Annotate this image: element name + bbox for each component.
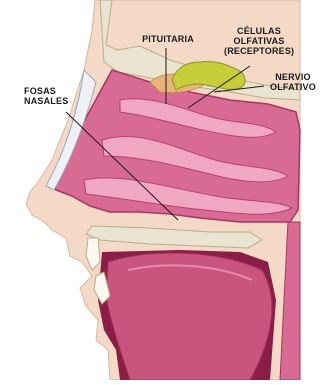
label-fosas-nasales: FOSAS NASALES	[24, 86, 76, 106]
label-nervio-line1: NERVIO	[264, 72, 322, 82]
label-nervio-line2: OLFATIVO	[264, 82, 322, 92]
label-celulas-line1: CÉLULAS	[224, 26, 294, 36]
label-celulas-line3: (RECEPTORES)	[224, 46, 294, 56]
label-celulas-olfativas: CÉLULAS OLFATIVAS (RECEPTORES)	[224, 26, 294, 56]
label-celulas-line2: OLFATIVAS	[224, 36, 294, 46]
label-pituitaria: PITUITARIA	[138, 34, 198, 44]
tongue	[106, 253, 272, 380]
label-fosas-line2: NASALES	[24, 96, 76, 106]
label-fosas-line1: FOSAS	[24, 86, 76, 96]
label-nervio-olfativo: NERVIO OLFATIVO	[264, 72, 322, 92]
